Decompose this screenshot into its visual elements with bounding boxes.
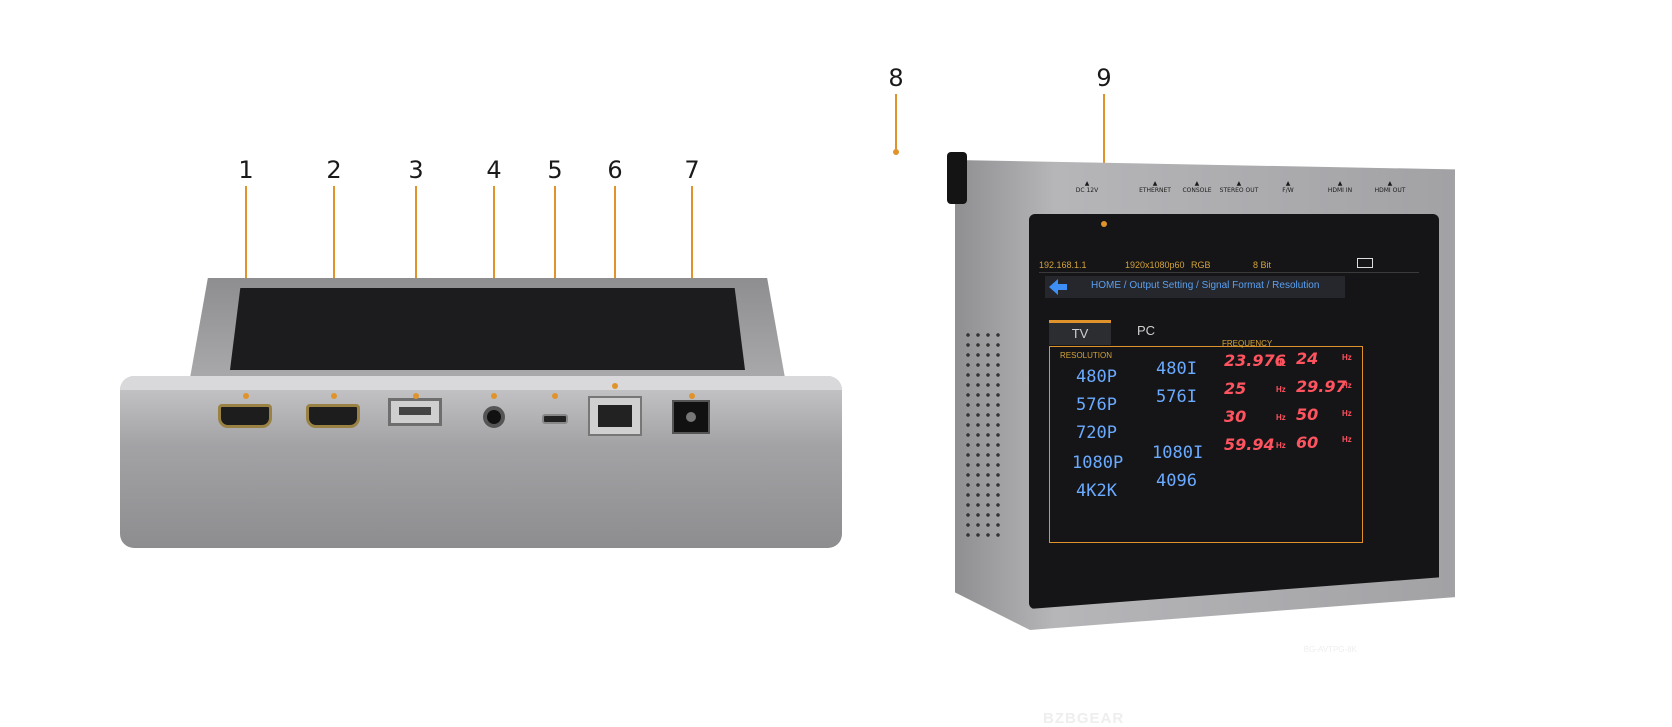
leader-dot-5 (552, 393, 558, 399)
callout-8: 8 (888, 64, 904, 92)
hdmi-out-port (218, 404, 272, 428)
hz-unit: Hz (1276, 359, 1286, 368)
port-label-fw: ▲F/W (1282, 180, 1294, 194)
vent-holes (963, 330, 1001, 540)
tab-tv[interactable]: TV (1049, 320, 1111, 345)
leader-dot-7 (689, 393, 695, 399)
leader-line-8 (895, 94, 897, 152)
res-1080i[interactable]: 1080I (1152, 443, 1204, 463)
leader-dot-4 (491, 393, 497, 399)
freq-60[interactable]: 60 (1296, 433, 1319, 452)
callout-7: 7 (684, 156, 700, 184)
res-576i[interactable]: 576I (1156, 387, 1197, 407)
freq-2997[interactable]: 29.97 (1296, 377, 1347, 396)
brand-logo: BZBGEAR (1043, 710, 1125, 727)
bit-depth: 8 Bit (1253, 260, 1272, 270)
res-576p[interactable]: 576P (1076, 395, 1117, 415)
frequency-label: FREQUENCY (1222, 339, 1273, 348)
port-label-dc: ▲DC 12V (1075, 180, 1099, 194)
leader-line-9 (1103, 94, 1105, 224)
callout-5: 5 (547, 156, 563, 184)
battery-icon (1357, 258, 1373, 268)
ip-address: 192.168.1.1 (1039, 260, 1087, 270)
port-label-stereo: ▲STEREO OUT (1219, 180, 1259, 194)
color-format: RGB (1191, 260, 1211, 270)
freq-25[interactable]: 25 (1224, 379, 1247, 398)
model-number: BG-AVTPG-8K (1303, 645, 1357, 654)
callout-2: 2 (326, 156, 342, 184)
port-label-hdmi-in: ▲HDMI IN (1327, 180, 1353, 194)
hz-unit: Hz (1342, 435, 1352, 444)
port-label-hdmi-out: ▲HDMI OUT (1374, 180, 1406, 194)
res-480p[interactable]: 480P (1076, 367, 1117, 387)
control-knob[interactable] (947, 152, 967, 204)
leader-dot-3 (413, 393, 419, 399)
freq-50[interactable]: 50 (1296, 405, 1319, 424)
callout-4: 4 (486, 156, 502, 184)
back-arrow-icon[interactable] (1049, 279, 1067, 295)
device-screen-mirrored (230, 288, 745, 370)
tab-pc[interactable]: PC (1136, 323, 1156, 338)
callout-1: 1 (238, 156, 254, 184)
hdmi-in-port (306, 404, 360, 428)
leader-dot-1 (243, 393, 249, 399)
res-4096[interactable]: 4096 (1156, 471, 1197, 491)
status-bar: 192.168.1.1 1920x1080p60 RGB 8 Bit (1039, 258, 1419, 273)
hz-unit: Hz (1276, 385, 1286, 394)
device-display: 192.168.1.1 1920x1080p60 RGB 8 Bit HOME … (1029, 214, 1439, 609)
device-front-view: ▲DC 12V ▲ETHERNET ▲CONSOLE ▲STEREO OUT ▲… (947, 152, 1455, 727)
freq-23976[interactable]: 23.976 (1224, 351, 1286, 370)
freq-5994[interactable]: 59.94 (1224, 435, 1275, 454)
callout-3: 3 (408, 156, 424, 184)
port-label-console: ▲CONSOLE (1182, 180, 1212, 194)
hz-unit: Hz (1276, 413, 1286, 422)
callout-9: 9 (1096, 64, 1112, 92)
leader-dot-9 (1101, 221, 1107, 227)
resolution-panel: RESOLUTION FREQUENCY 480P 576P 720P 1080… (1049, 339, 1363, 543)
device-rear-edge (120, 376, 842, 390)
device-rear-panel (120, 376, 842, 548)
stereo-out-jack (483, 406, 505, 428)
leader-dot-6 (612, 383, 618, 389)
breadcrumb: HOME / Output Setting / Signal Format / … (1045, 276, 1345, 298)
hz-unit: Hz (1342, 381, 1352, 390)
freq-24[interactable]: 24 (1296, 349, 1319, 368)
res-480i[interactable]: 480I (1156, 359, 1197, 379)
breadcrumb-text: HOME / Output Setting / Signal Format / … (1091, 280, 1320, 291)
port-label-strip: ▲DC 12V ▲ETHERNET ▲CONSOLE ▲STEREO OUT ▲… (1045, 180, 1445, 214)
res-4k2k[interactable]: 4K2K (1076, 481, 1117, 501)
port-label-ethernet: ▲ETHERNET (1139, 180, 1171, 194)
current-resolution: 1920x1080p60 (1125, 260, 1185, 270)
callout-6: 6 (607, 156, 623, 184)
hz-unit: Hz (1342, 409, 1352, 418)
device-rear-view (120, 278, 842, 548)
ethernet-port (588, 396, 642, 436)
usb-port (388, 398, 442, 426)
freq-30[interactable]: 30 (1224, 407, 1247, 426)
leader-dot-2 (331, 393, 337, 399)
hz-unit: Hz (1342, 353, 1352, 362)
dc-power-port (672, 400, 710, 434)
hz-unit: Hz (1276, 441, 1286, 450)
resolution-label: RESOLUTION (1060, 351, 1113, 360)
res-720p[interactable]: 720P (1076, 423, 1117, 443)
res-1080p[interactable]: 1080P (1072, 453, 1124, 473)
leader-dot-8 (893, 149, 899, 155)
console-micro-usb-port (542, 414, 568, 424)
